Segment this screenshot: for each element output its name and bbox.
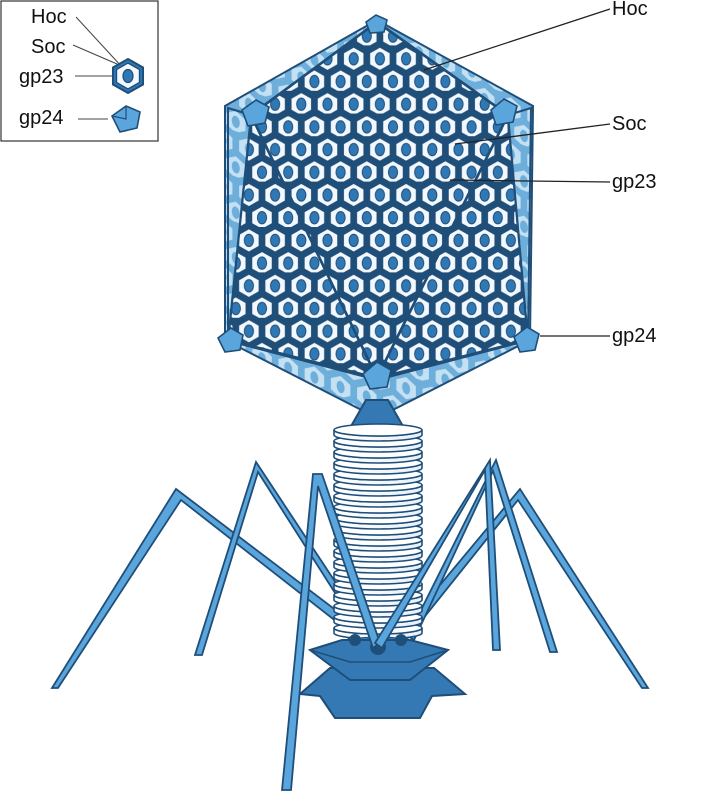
callout-line-soc — [454, 123, 611, 145]
callout-label-gp23: gp23 — [612, 171, 657, 193]
vertex-upper-left — [241, 99, 270, 127]
legend-label-hoc: Hoc — [31, 6, 67, 28]
legend-leader-hoc — [75, 16, 123, 68]
gp24-vertices — [216, 14, 540, 390]
tail-sheath-rings — [333, 423, 423, 650]
vertex-lower-right — [513, 326, 540, 353]
legend-leader-soc — [72, 44, 118, 65]
capsid-left-edge — [227, 106, 253, 341]
callout-line-gp23 — [449, 179, 611, 183]
baseplate-pin-right — [395, 634, 407, 646]
callout-label-gp24: gp24 — [612, 325, 657, 347]
legend-label-soc: Soc — [31, 36, 65, 58]
legend: Hoc Soc gp23 gp24 — [0, 0, 159, 142]
callout-line-hoc — [423, 8, 611, 71]
callout-label-hoc: Hoc — [612, 0, 648, 20]
vertex-bottom — [362, 361, 392, 390]
legend-label-gp24: gp24 — [19, 107, 64, 129]
vertex-upper-right — [490, 98, 518, 126]
callouts: Hoc Soc gp23 gp24 — [423, 0, 657, 347]
capsid-right-edge — [506, 106, 533, 341]
sheath-ring-top — [333, 423, 423, 437]
vertex-lower-left — [216, 327, 244, 353]
legend-capsomer-icon — [112, 57, 144, 95]
baseplate-pin-left — [349, 634, 361, 646]
legend-vertex-icon — [110, 105, 141, 133]
callout-label-soc: Soc — [612, 113, 646, 135]
vertex-top — [365, 14, 388, 34]
tail-fibers-front — [281, 457, 501, 791]
legend-label-gp23: gp23 — [19, 66, 64, 88]
capsid-head — [224, 18, 535, 420]
baseplate — [297, 634, 468, 719]
